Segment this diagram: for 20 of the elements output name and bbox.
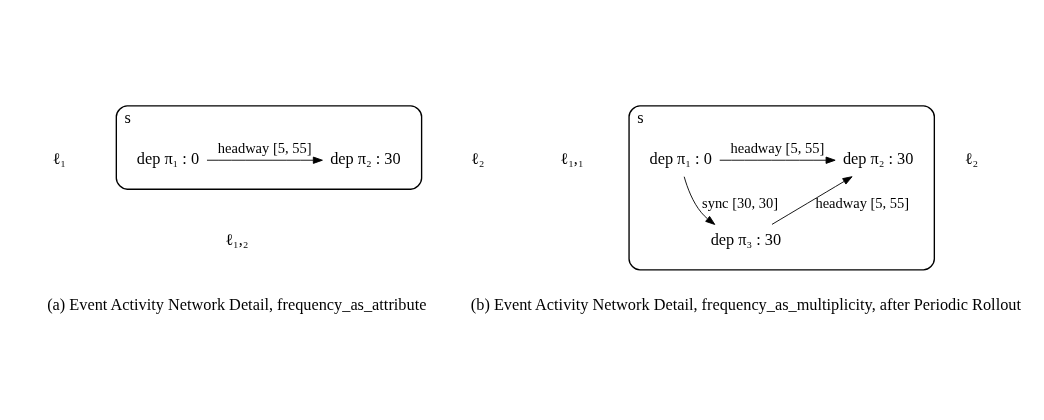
arrow — [771, 175, 853, 225]
node-text: dep π₃ : 30 — [710, 229, 782, 249]
node-text: dep π₁ : 0 — [649, 148, 712, 168]
label: ℓ₁ — [52, 148, 67, 168]
label: ℓ₂ — [471, 148, 485, 168]
node-text: dep π₂ : 30 — [842, 148, 914, 168]
node-text: dep π₂ : 30 — [330, 148, 401, 168]
label: ℓ₂ — [964, 148, 979, 168]
arrow — [206, 156, 323, 164]
label: ℓ₁,₁ — [560, 148, 584, 168]
edge-label: headway [5, 55] — [730, 139, 825, 156]
node-text: dep π₁ : 0 — [136, 148, 200, 168]
edge-label: headway [5, 55] — [217, 139, 312, 156]
label: (b) Event Activity Network Detail, frequency_as_multiplicity, after Periodic Rollout — [470, 294, 1022, 314]
edge-label: sync [30, 30] — [702, 194, 779, 211]
arrow — [683, 175, 716, 225]
edge-label: headway [5, 55] — [815, 194, 910, 211]
label: ℓ₁,₂ — [225, 229, 249, 249]
arrow — [719, 156, 836, 164]
label: (a) Event Activity Network Detail, frequency_as_attribute — [47, 294, 427, 314]
